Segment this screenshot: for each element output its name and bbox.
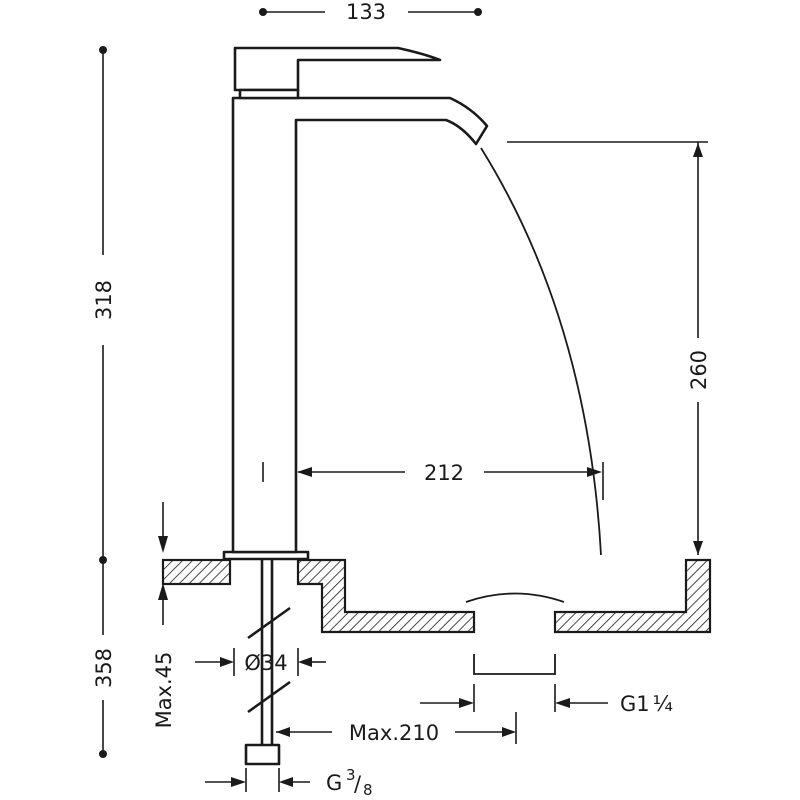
hole-diameter-label: Ø34 [244,651,287,675]
drain [465,592,565,675]
max-distance-label: Max.210 [349,721,439,745]
dimension-spout-height: 260 [507,141,711,555]
water-flow [480,147,602,556]
faucet [222,46,489,766]
faucet-body [231,96,489,554]
dimension-hole-diameter: Ø34 [195,648,326,676]
dimension-supply-thread: G 3 / 8 [205,766,373,799]
total-height-label: 318 [92,280,116,320]
lever-handle [233,46,442,92]
drain-thread-main: G1 [620,692,650,716]
below-height-label: 358 [92,648,116,688]
countertop [161,558,712,634]
dimension-max-distance: Max.210 [276,712,517,745]
dimension-width-top: 133 [259,0,482,24]
max-thickness-label: Max.45 [152,652,176,729]
width-top-label: 133 [346,0,386,24]
supply-thread-main: G [326,771,342,795]
dimension-total-height: 318 [92,46,116,564]
drain-thread-fraction: ¼ [653,692,673,716]
supply-connector [244,743,281,766]
reach-label: 212 [424,461,464,485]
supply-thread-num: 3 [346,766,356,784]
supply-thread-den: 8 [363,781,373,799]
supply-thread-label: G [326,771,342,795]
dimension-reach: 212 [262,461,604,500]
spout-height-label: 260 [687,350,711,390]
supply-thread-slash: / [354,772,362,796]
dimension-max-thickness: Max.45 [152,502,176,728]
dimension-below-height: 358 [92,563,116,758]
